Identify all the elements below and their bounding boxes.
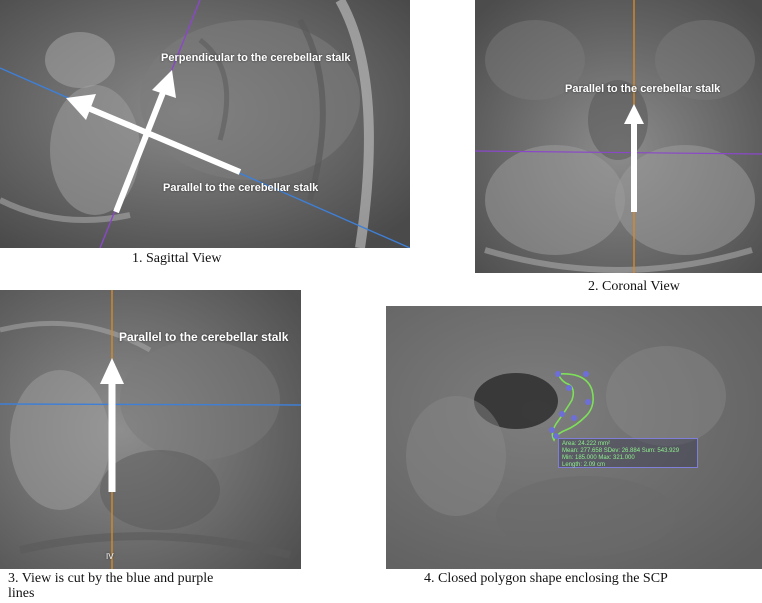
sagittal-caption: 1. Sagittal View xyxy=(132,251,222,266)
parallel-arrow-head xyxy=(100,358,124,384)
roi-control-points[interactable] xyxy=(549,371,591,439)
parallel-label: Parallel to the cerebellar stalk xyxy=(565,83,721,95)
roi-mean-sdev-sum: Mean: 277.658 SDev: 26.884 Sum: 543.929 xyxy=(562,448,680,454)
roi-min-max: Min: 185.000 Max: 321.000 xyxy=(562,455,635,461)
roi-area: Area: 24.222 mm² xyxy=(562,441,611,447)
coronal-caption: 2. Coronal View xyxy=(588,279,680,294)
coronal-mri-image xyxy=(475,0,762,273)
blue-line xyxy=(0,403,301,406)
perpendicular-arrow-shaft xyxy=(113,88,167,214)
parallel-arrow-head xyxy=(66,94,96,120)
perpendicular-label: Perpendicular to the cerebellar stalk xyxy=(161,52,351,64)
parallel-arrow-shaft xyxy=(86,105,242,175)
roi-mri-image xyxy=(386,306,762,569)
sagittal-view-panel: Perpendicular to the cerebellar stalk Pa… xyxy=(0,0,410,248)
cut-mri-image xyxy=(0,290,301,569)
coronal-view-panel: Parallel to the cerebellar stalk xyxy=(475,0,762,273)
cut-view-caption-line2: lines xyxy=(8,586,35,601)
cut-view-caption-line1: 3. View is cut by the blue and purple xyxy=(8,571,214,586)
parallel-label: Parallel to the cerebellar stalk xyxy=(163,182,319,194)
parallel-label: Parallel to the cerebellar stalk xyxy=(119,330,289,344)
purple-line xyxy=(475,150,762,155)
parallel-arrow-head xyxy=(624,104,644,124)
corner-mark: IV xyxy=(106,552,114,561)
roi-panel: Area: 24.222 mm² Mean: 277.658 SDev: 26.… xyxy=(386,306,762,569)
perpendicular-arrow-head xyxy=(152,70,176,98)
roi-statistics-box: Area: 24.222 mm² Mean: 277.658 SDev: 26.… xyxy=(558,438,698,468)
roi-length: Length: 2.09 cm xyxy=(562,462,606,468)
sagittal-mri-image xyxy=(0,0,410,248)
cut-view-panel: Parallel to the cerebellar stalk IV xyxy=(0,290,301,569)
roi-caption: 4. Closed polygon shape enclosing the SC… xyxy=(424,571,668,586)
